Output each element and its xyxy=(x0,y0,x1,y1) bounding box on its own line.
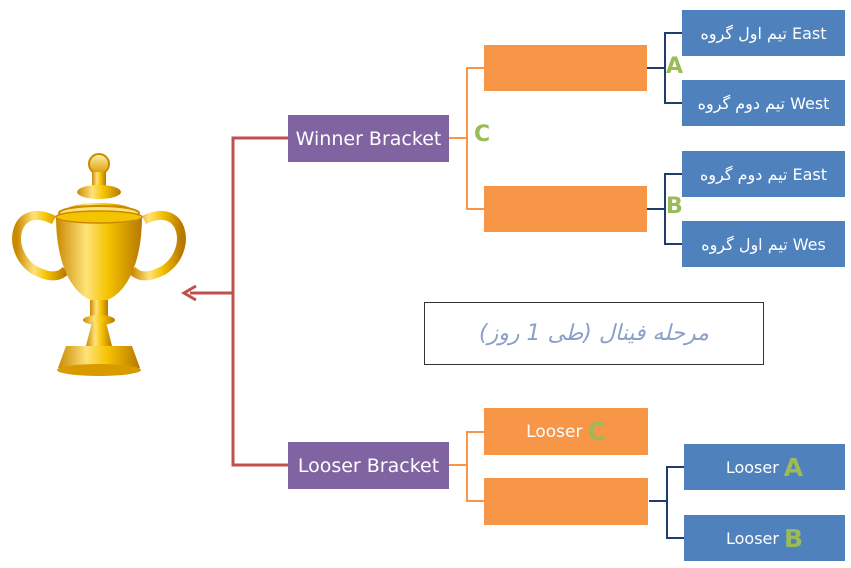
looser-slot-ab xyxy=(484,478,648,525)
team-box-a2: تیم دوم گروه West xyxy=(682,80,845,126)
team-label: تیم اول گروه Wes xyxy=(701,234,826,254)
team-box-a1: تیم اول گروه East xyxy=(682,10,845,56)
group-a-letter: A xyxy=(666,54,684,79)
winner-slot-b xyxy=(484,186,647,232)
stage-title-box: مرحله فینال (طی 1 روز) xyxy=(424,302,764,365)
winner-letter-c: C xyxy=(474,122,491,147)
looser-letter-b: B xyxy=(783,523,804,553)
team-label: تیم دوم گروه East xyxy=(699,164,828,184)
looser-connector xyxy=(449,431,484,502)
looser-letter-c: C xyxy=(587,417,606,446)
looser-ab-connector xyxy=(649,466,684,539)
winner-bracket-box: Winner Bracket xyxy=(288,115,449,162)
team-box-b2: تیم اول گروه Wes xyxy=(682,221,845,267)
looser-box-b: Looser B xyxy=(684,515,845,561)
looser-word: Looser xyxy=(526,421,583,442)
looser-slot-c: Looser C xyxy=(484,408,648,455)
looser-box-a: Looser A xyxy=(684,444,845,490)
winner-slot-a xyxy=(484,45,647,91)
trophy-icon xyxy=(12,153,186,376)
group-b-connector xyxy=(647,173,682,245)
stage-title: مرحله فینال (طی 1 روز) xyxy=(479,321,709,346)
winner-bracket-label: Winner Bracket xyxy=(295,127,442,150)
group-b-letter: B xyxy=(666,194,683,219)
final-connector xyxy=(231,136,288,467)
looser-bracket-label: Looser Bracket xyxy=(297,454,440,477)
team-label: تیم دوم گروه West xyxy=(697,93,830,113)
looser-letter-a: A xyxy=(783,452,804,482)
group-a-connector xyxy=(647,32,682,104)
team-box-b1: تیم دوم گروه East xyxy=(682,151,845,197)
winner-connector xyxy=(449,67,484,210)
arrow-head xyxy=(181,284,197,302)
looser-word: Looser xyxy=(725,457,779,477)
team-label: تیم اول گروه East xyxy=(700,23,827,43)
looser-bracket-box: Looser Bracket xyxy=(288,442,449,489)
looser-word: Looser xyxy=(725,528,779,548)
